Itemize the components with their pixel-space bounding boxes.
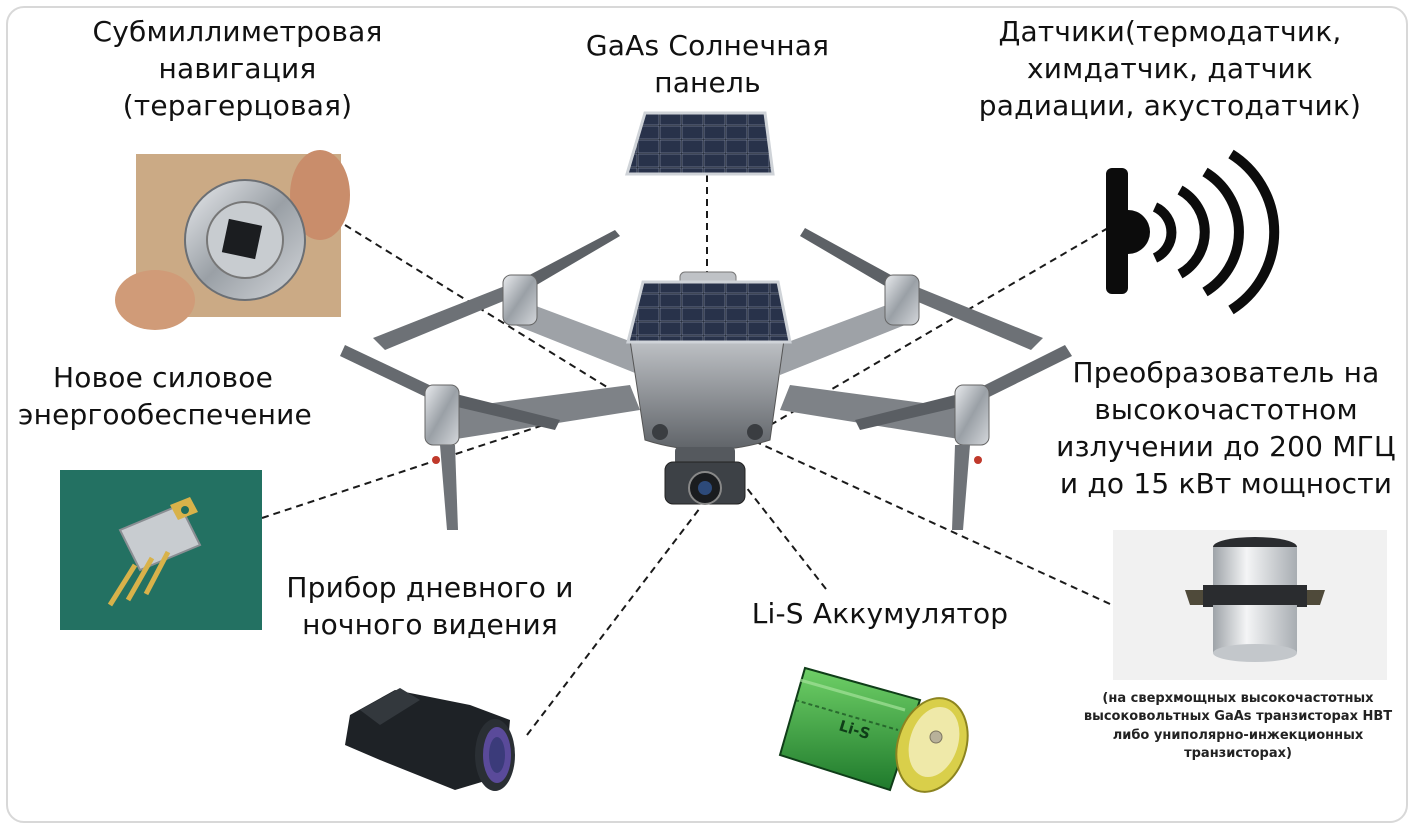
label-gaas-solar-panel: GaAs Солнечная панель <box>585 29 830 99</box>
label-power-supply: Новое силовое энергообеспечение <box>18 361 312 431</box>
terahertz-module-photo-icon <box>115 150 350 330</box>
ultrasonic-transducer-photo-icon <box>1113 530 1387 680</box>
power-transistor-photo-icon <box>60 470 262 630</box>
sensor-waves-icon <box>1106 149 1280 315</box>
label-converter-note: (на сверхмощных высокочастотных высоково… <box>1083 691 1393 762</box>
li-s-battery-icon: Li-S <box>778 666 969 793</box>
label-li-s-battery: Li-S Аккумулятор <box>751 597 1009 630</box>
label-submm-navigation: Субмиллиметровая навигация (терагерцовая… <box>92 15 383 122</box>
leader-converter <box>751 439 1111 605</box>
frame-border <box>6 6 1408 823</box>
label-night-vision: Прибор дневного и ночного видения <box>286 571 574 641</box>
leader-power <box>261 369 711 519</box>
label-sensors: Датчики(термодатчик, химдатчик, датчик р… <box>978 15 1362 122</box>
night-vision-monocular-icon <box>345 688 515 791</box>
label-hf-converter: Преобразователь на высокочастотном излуч… <box>1056 356 1396 500</box>
drone-icon <box>340 228 1072 530</box>
solar-panel-icon <box>624 111 775 176</box>
